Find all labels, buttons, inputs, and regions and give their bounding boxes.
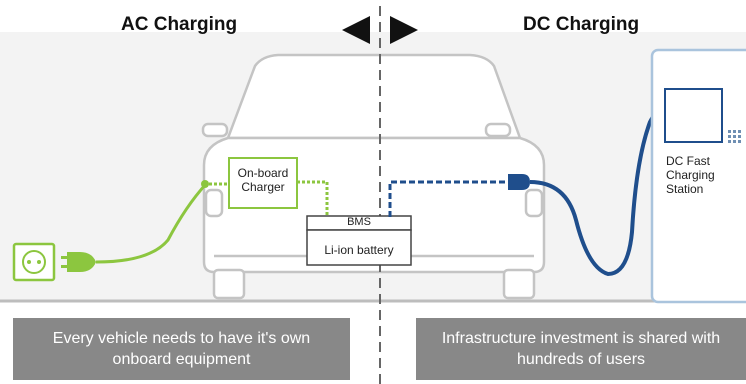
arrow-left-icon <box>342 16 370 44</box>
wall-socket-icon <box>12 242 56 282</box>
onboard-charger-box <box>228 157 298 209</box>
arrow-right-icon <box>390 16 418 44</box>
battery-pack <box>306 215 412 266</box>
onboard-charger-label: On-board Charger <box>229 166 297 194</box>
ac-cable <box>95 182 208 264</box>
bms-label: BMS <box>347 216 371 228</box>
dc-note-line: Infrastructure investment is shared with <box>441 330 721 347</box>
ac-note-line: Every vehicle needs to have it's own <box>52 330 311 347</box>
ac-note-box: Every vehicle needs to have it's own onb… <box>13 318 350 380</box>
dc-connector-icon <box>508 174 530 190</box>
keypad-icon <box>728 130 741 143</box>
battery-label: Li-ion battery <box>324 243 394 257</box>
ac-internal-link <box>297 180 329 217</box>
ac-charging-heading: AC Charging <box>121 14 238 35</box>
station-label-line: DC Fast <box>666 154 711 168</box>
ac-inlet <box>201 180 209 188</box>
ac-note-line: onboard equipment <box>112 351 251 368</box>
dc-charging-station <box>650 48 746 304</box>
dc-note-line: hundreds of users <box>516 351 646 368</box>
dc-charging-heading: DC Charging <box>523 14 640 35</box>
car-outline <box>201 53 546 300</box>
dc-internal-link <box>388 180 508 217</box>
station-label-line: Station <box>666 182 704 196</box>
onboard-charger-label-line: On-board <box>237 166 289 180</box>
dc-cable <box>529 109 663 277</box>
ac-plug-icon <box>61 252 96 272</box>
onboard-charger-label-line: Charger <box>241 180 285 194</box>
station-label: DC Fast Charging Station <box>666 154 736 196</box>
dc-note-box: Infrastructure investment is shared with… <box>416 318 746 380</box>
station-label-line: Charging <box>666 168 715 182</box>
